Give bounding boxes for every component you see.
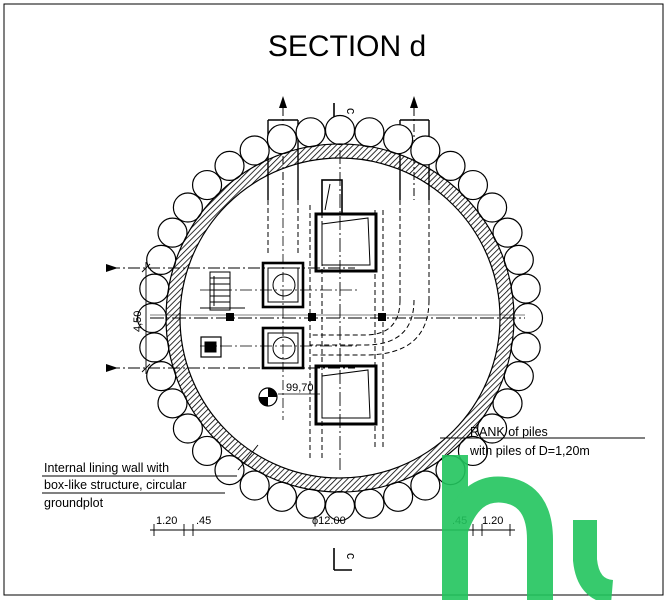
dim-diameter: ϕ12.00 [312,515,346,527]
piles-label-line2: with piles of D=1,20m [469,444,590,458]
vertical-dimension-value: 4,50 [132,311,144,332]
pile [172,413,203,444]
pile [354,488,385,519]
dim-right-outer: 1.20 [482,515,503,527]
pile [214,150,245,181]
pile [146,244,177,275]
pile [477,192,508,223]
pile [266,124,297,155]
lining-label-line2: box-like structure, circular [44,478,186,492]
pile [214,455,245,486]
pile [172,192,203,223]
level-mark: 99,70 [258,382,320,407]
pile [266,481,297,512]
pile [477,413,508,444]
pile [191,169,223,201]
pile [492,217,523,248]
pile [457,169,489,201]
pile [354,117,385,148]
pile [510,273,541,304]
pile [410,135,441,166]
pile [146,361,177,392]
dim-left-inner: .45 [196,515,211,527]
piles-label-line1: RANK of piles [470,425,548,439]
pile [157,217,188,248]
top-section-letter: c [344,108,358,114]
vertical-dimension: 4,50 [106,262,151,374]
pile [492,388,523,419]
pile [324,114,356,146]
level-mark-value: 99,70 [286,382,314,394]
dim-left-outer: 1.20 [156,515,177,527]
pile [503,361,534,392]
drawing-frame [3,3,664,596]
pile [510,332,541,363]
lining-label-line1: Internal lining wall with [44,461,169,475]
interior-plan [108,150,645,471]
pile [239,135,270,166]
pile [383,481,414,512]
watermark-logo [442,455,614,600]
pile [239,470,270,501]
pile [383,124,414,155]
pile [157,388,188,419]
pile [191,435,223,467]
pile [295,117,326,148]
pile [503,244,534,275]
pile [139,332,170,363]
pile [410,470,441,501]
section-title: SECTION d [268,30,426,63]
pile [435,150,466,181]
bottom-section-marker: c [333,548,358,571]
pile [139,273,170,304]
bottom-section-letter: c [344,553,358,559]
pile [295,488,326,519]
pile [512,302,544,334]
lining-label-line3: groundplot [44,496,104,510]
